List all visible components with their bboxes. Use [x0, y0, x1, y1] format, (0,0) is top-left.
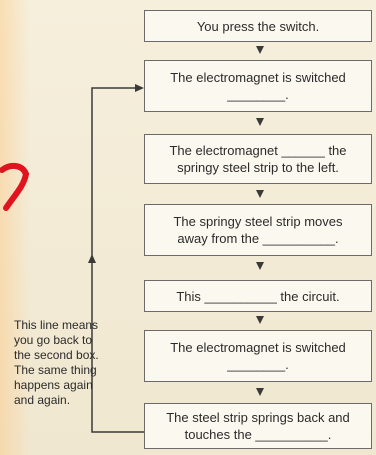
red-scribble-mark: [0, 162, 30, 211]
flow-step-7-text: The steel strip springs back and touches…: [166, 410, 350, 442]
flow-step-2-text: The electromagnet is switched ________.: [170, 70, 346, 102]
flow-step-6: The electromagnet is switched ________.: [144, 330, 372, 382]
arrow-down-icon: [256, 262, 264, 270]
flow-step-1-text: You press the switch.: [196, 18, 320, 34]
flow-step-5-text: This __________ the circuit.: [176, 288, 340, 304]
arrow-down-icon: [256, 388, 264, 396]
flow-step-3: The electromagnet ______ the springy ste…: [144, 134, 372, 184]
arrow-down-icon: [256, 118, 264, 126]
flow-step-4: The springy steel strip moves away from …: [144, 204, 372, 256]
loop-back-note: This line means you go back to the secon…: [14, 318, 99, 407]
arrow-down-icon: [256, 46, 264, 54]
flow-step-2: The electromagnet is switched ________.: [144, 60, 372, 112]
arrow-down-icon: [256, 316, 264, 324]
arrow-down-icon: [256, 190, 264, 198]
left-edge-glow: [0, 0, 30, 455]
flow-step-3-text: The electromagnet ______ the springy ste…: [169, 143, 347, 175]
flow-step-5: This __________ the circuit.: [144, 280, 372, 312]
flow-step-1: You press the switch.: [144, 10, 372, 42]
flow-step-6-text: The electromagnet is switched ________.: [170, 340, 346, 372]
flow-step-7: The steel strip springs back and touches…: [144, 403, 372, 449]
flow-step-4-text: The springy steel strip moves away from …: [173, 214, 343, 246]
